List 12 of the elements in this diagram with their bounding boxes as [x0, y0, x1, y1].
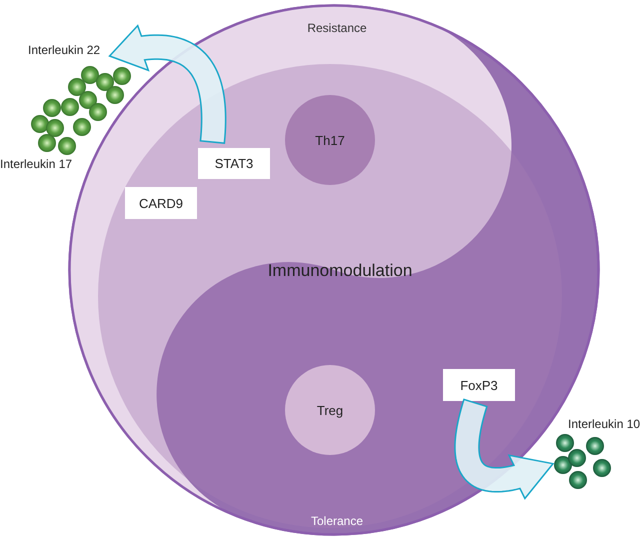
cytokine-label: Interleukin 10 — [568, 418, 640, 432]
gene-label-box: STAT3 — [198, 148, 270, 179]
gene-label-box: CARD9 — [125, 187, 197, 219]
center-title: Immunomodulation — [268, 261, 412, 281]
region-label: Tolerance — [310, 515, 364, 529]
curved-arrow — [454, 398, 554, 500]
region-label: Resistance — [307, 22, 367, 36]
gene-label-box: FoxP3 — [443, 369, 515, 401]
cytokine-label: Interleukin 17 — [0, 158, 72, 172]
curved-arrow — [108, 24, 226, 144]
protein-cluster-drawing — [553, 434, 611, 488]
cytokine-label: Interleukin 22 — [28, 44, 100, 58]
